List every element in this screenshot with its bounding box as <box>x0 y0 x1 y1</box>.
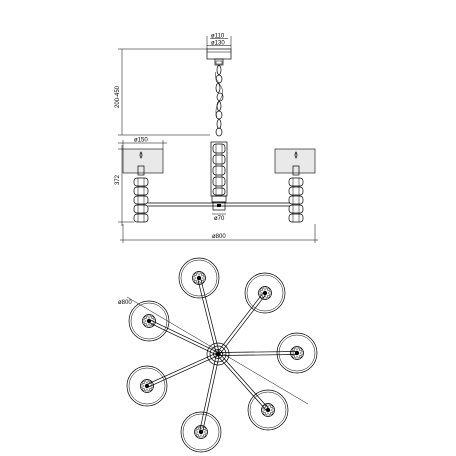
top-shade-5 <box>180 411 222 453</box>
top-hub <box>206 342 230 366</box>
suspension-chain <box>215 65 224 137</box>
suspension-height-label: 200-450 <box>115 85 121 108</box>
canopy-dim-130: ø130 <box>211 41 225 47</box>
overall-diameter-label: ø800 <box>212 234 226 240</box>
top-view-diameter-line <box>126 296 309 405</box>
top-arm-7 <box>149 319 219 353</box>
suspension-height-dimension: 200-450 <box>115 48 210 136</box>
top-arm-4 <box>216 354 268 412</box>
column-diameter-label: ø70 <box>214 216 225 222</box>
left-lamp <box>122 148 164 223</box>
top-shade-3 <box>276 332 318 374</box>
top-shade-7 <box>128 300 170 342</box>
top-shade-6 <box>126 365 168 407</box>
top-view <box>126 257 318 453</box>
top-arm-5 <box>199 353 217 432</box>
top-arm-6 <box>146 352 218 385</box>
top-shade-1 <box>178 257 220 299</box>
top-arm-3 <box>218 354 298 356</box>
canopy-dim-110: ø110 <box>211 34 225 40</box>
top-view-diameter-label: ø800 <box>118 300 132 306</box>
top-shade-4 <box>247 389 289 431</box>
top-arm-2 <box>218 293 267 356</box>
body-height-dimension: 372 <box>115 145 134 226</box>
top-arm-1 <box>200 277 220 354</box>
central-column <box>210 141 228 211</box>
body-height-label: 372 <box>115 174 121 185</box>
top-shade-2 <box>244 272 286 314</box>
shade-diameter-label: ø150 <box>134 138 148 144</box>
overall-diameter-dimension: ø800 <box>120 224 318 243</box>
canopy-dimensions: ø110 ø130 <box>206 34 232 49</box>
right-lamp <box>274 148 316 223</box>
canopy <box>206 48 232 60</box>
side-view: ø110 ø130 200-450 <box>115 34 318 243</box>
shade-diameter-dimension: ø150 <box>118 138 167 149</box>
